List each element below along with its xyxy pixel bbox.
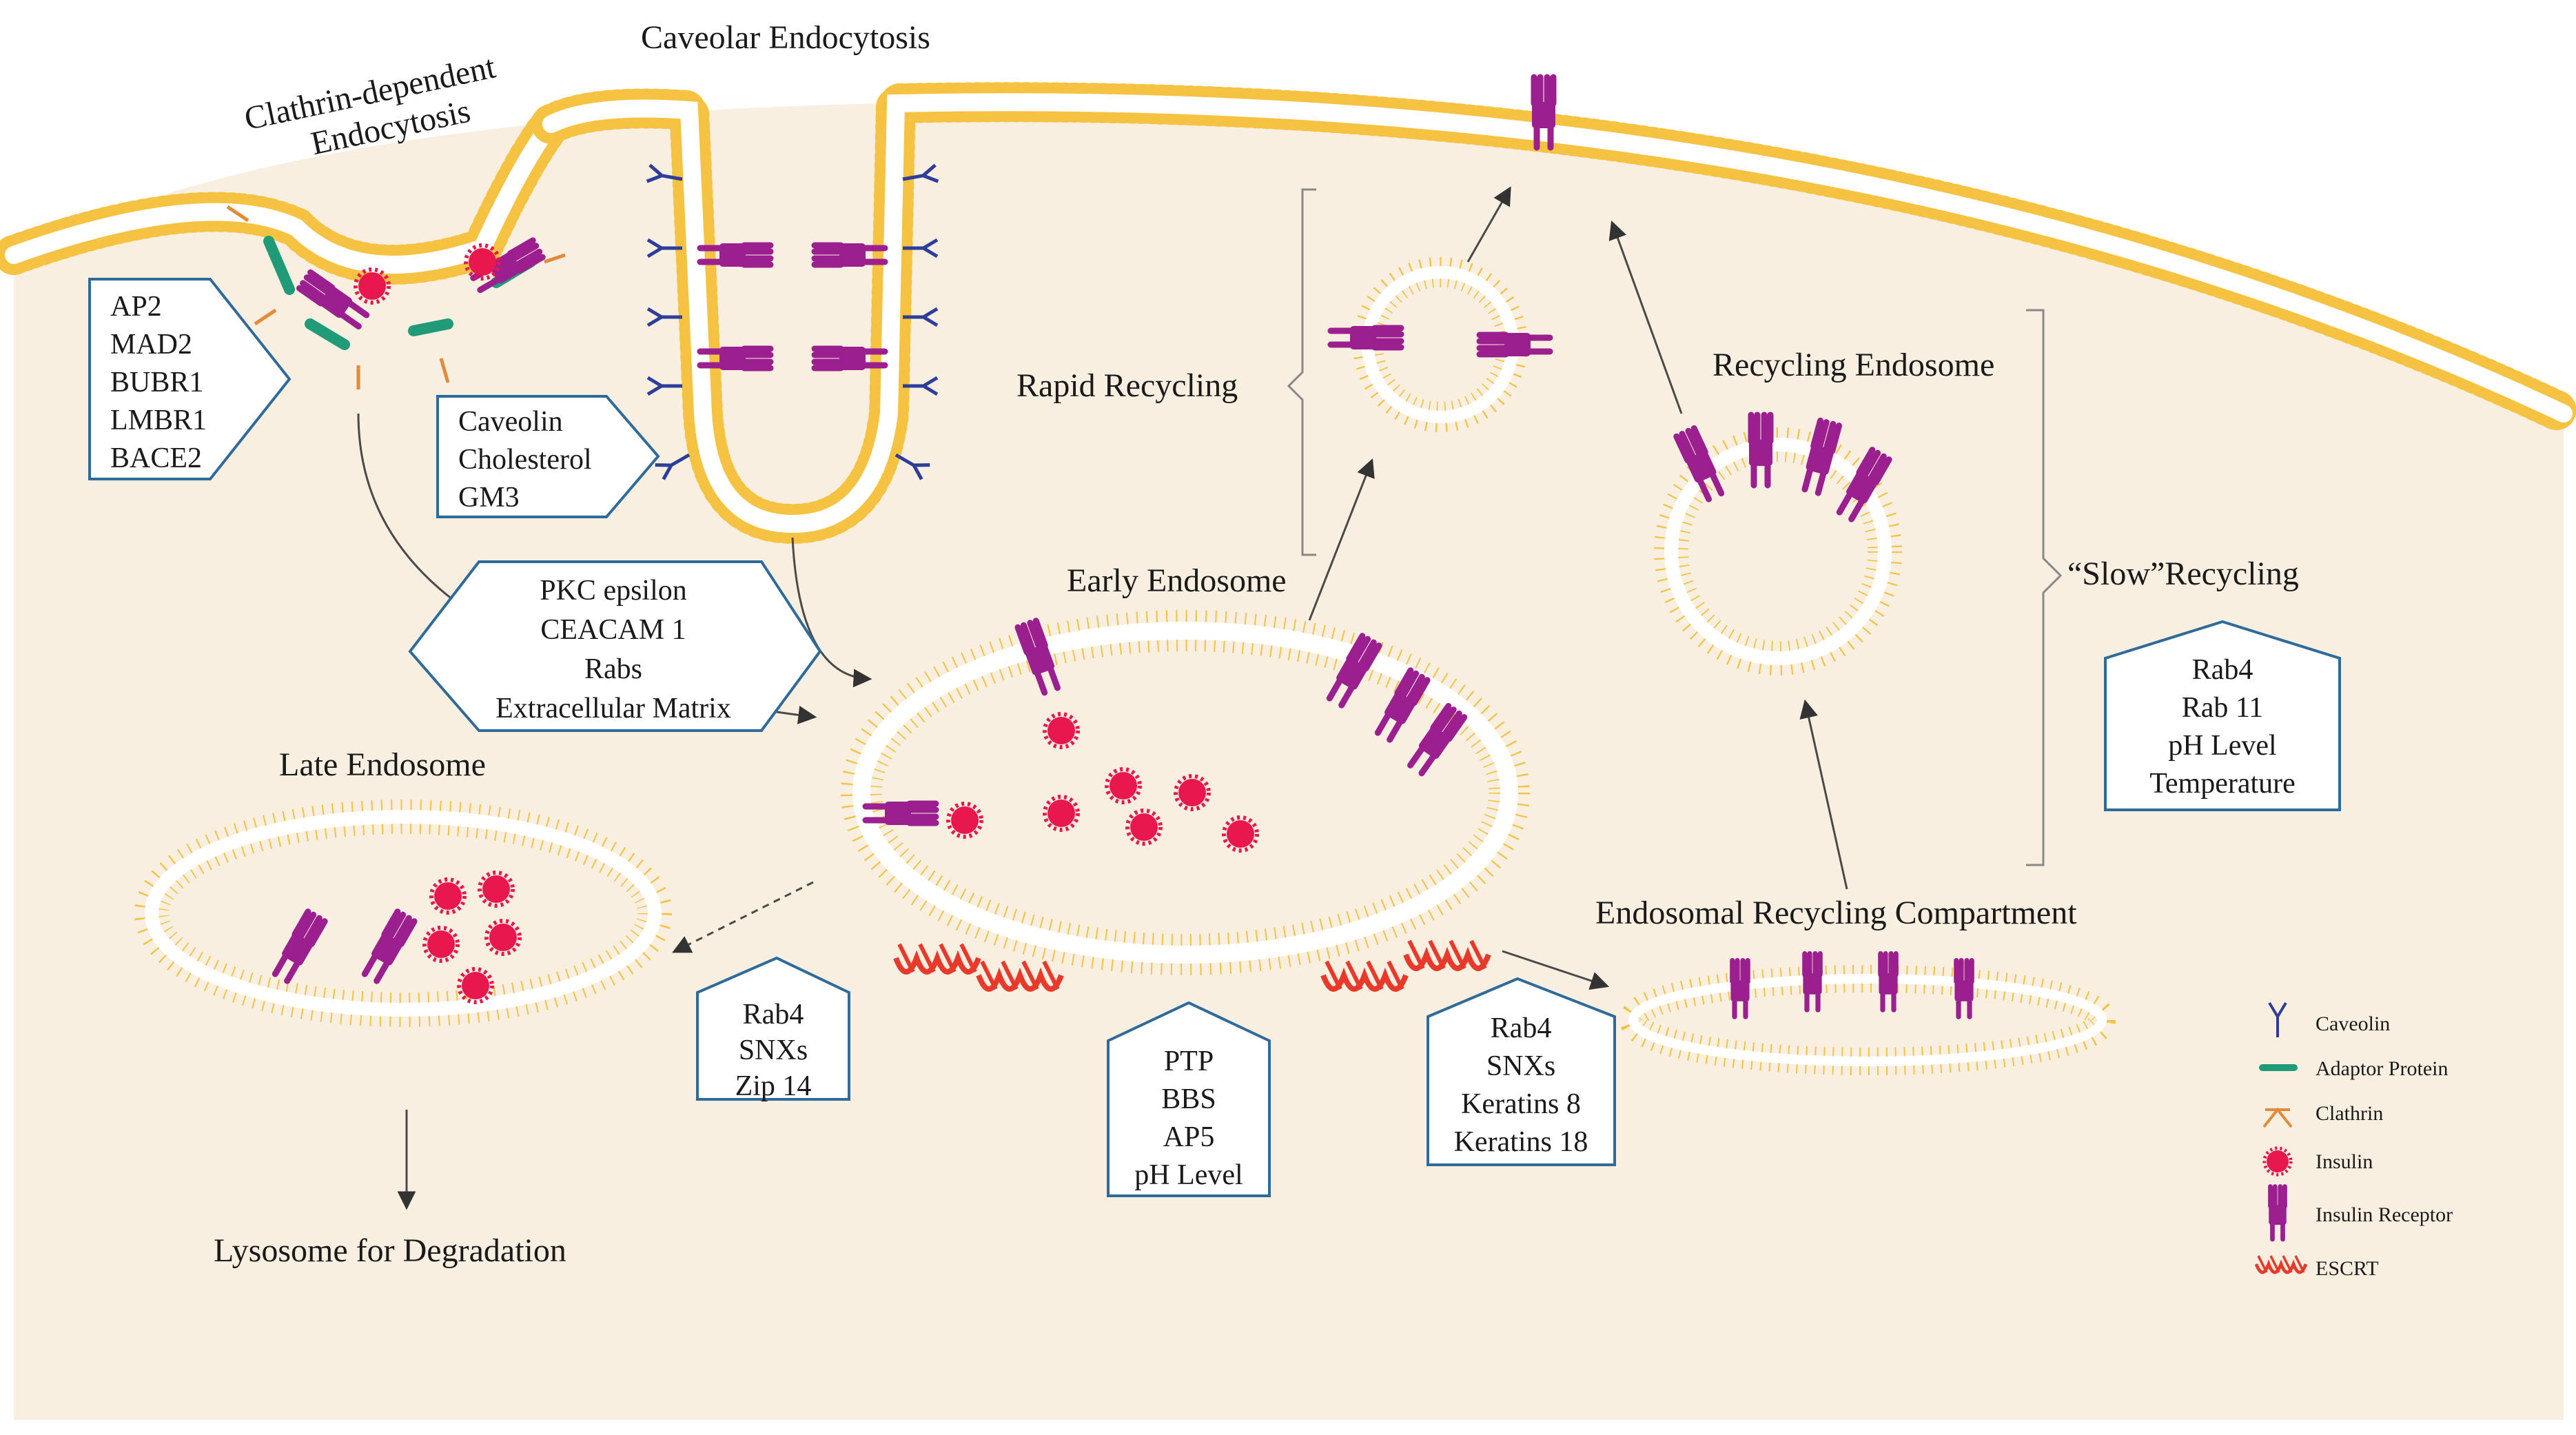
box-item: Temperature <box>2149 768 2296 800</box>
box-item: Keratins 8 <box>1461 1088 1581 1120</box>
legend-label: Insulin <box>2316 1150 2373 1173</box>
box-item: MAD2 <box>110 329 192 360</box>
erc-label: Endosomal Recycling Compartment <box>1595 895 2077 931</box>
adaptor-protein-icon <box>2259 1064 2298 1071</box>
box-item: BUBR1 <box>110 367 203 398</box>
box-item: AP2 <box>110 291 162 323</box>
legend-label: ESCRT <box>2316 1257 2379 1280</box>
box-item: Zip 14 <box>735 1070 812 1102</box>
caveolar-factors-box: Caveolin Cholesterol GM3 <box>436 395 660 518</box>
legend-label: Clathrin <box>2316 1102 2383 1125</box>
slow-factors-box: Rab4 Rab 11 pH Level Temperature <box>2104 620 2341 811</box>
box-item: Caveolin <box>458 406 563 438</box>
box-item: Rabs <box>584 653 642 685</box>
box-item: Rab 11 <box>2182 692 2264 724</box>
slow-recycling-bracket <box>2026 309 2063 866</box>
legend: Caveolin Adaptor Protein Clathrin Insuli… <box>2256 1001 2453 1280</box>
box-item: pH Level <box>2168 730 2276 762</box>
cytoplasm <box>14 102 2564 1420</box>
box-item: SNXs <box>1486 1050 1555 1082</box>
early-endosome <box>841 610 1530 989</box>
legend-label: Insulin Receptor <box>2316 1203 2453 1226</box>
early-endosome-label: Early Endosome <box>1067 562 1287 599</box>
legend-label: Adaptor Protein <box>2316 1057 2448 1080</box>
box-item: GM3 <box>458 482 520 513</box>
box-item: Rab4 <box>743 999 804 1030</box>
erc-factors-box: Rab4 SNXs Keratins 8 Keratins 18 <box>1427 977 1616 1166</box>
box-item: BBS <box>1161 1083 1216 1115</box>
late-factors-box: Rab4 SNXs Zip 14 <box>696 956 850 1102</box>
box-item: AP5 <box>1163 1121 1215 1153</box>
box-item: SNXs <box>739 1035 808 1066</box>
box-item: CEACAM 1 <box>540 614 686 646</box>
legend-label: Caveolin <box>2316 1012 2390 1035</box>
box-item: PTP <box>1164 1046 1214 1077</box>
lysosome-label: Lysosome for Degradation <box>214 1232 566 1269</box>
clathrin-pit <box>226 205 566 389</box>
box-item: Rab4 <box>2192 654 2253 686</box>
box-item: PKC epsilon <box>540 575 687 607</box>
box-item: pH Level <box>1134 1159 1243 1191</box>
late-endosome <box>134 800 672 1027</box>
box-item: Extracellular Matrix <box>495 693 731 724</box>
late-endosome-label: Late Endosome <box>279 746 486 783</box>
caveolar-title: Caveolar Endocytosis <box>641 19 930 56</box>
rapid-recycling-vesicle <box>1331 257 1550 432</box>
box-item: Rab4 <box>1491 1012 1552 1044</box>
box-item: Cholesterol <box>458 444 592 476</box>
plasma-membrane <box>0 82 2576 545</box>
slow-recycling-label: “Slow”Recycling <box>2067 556 2299 592</box>
recycling-endosome-label: Recycling Endosome <box>1713 347 1994 383</box>
rapid-recycling-label: Rapid Recycling <box>1016 367 1238 404</box>
rapid-recycling-bracket <box>1287 188 1316 556</box>
clathrin-factors-box: AP2 MAD2 BUBR1 LMBR1 BACE2 <box>88 278 292 480</box>
box-item: Keratins 18 <box>1454 1126 1588 1158</box>
recycling-endosome <box>1654 415 1902 675</box>
box-item: BACE2 <box>110 442 202 474</box>
early-factors-box: PTP BBS AP5 pH Level <box>1107 1001 1271 1197</box>
caveolin-icon <box>2268 1001 2287 1037</box>
entry-factors-box: PKC epsilon CEACAM 1 Rabs Extracellular … <box>408 560 822 732</box>
box-item: LMBR1 <box>110 405 207 436</box>
clathrin-icon <box>2262 1107 2293 1128</box>
endosomal-recycling-compartment <box>1619 954 2116 1075</box>
